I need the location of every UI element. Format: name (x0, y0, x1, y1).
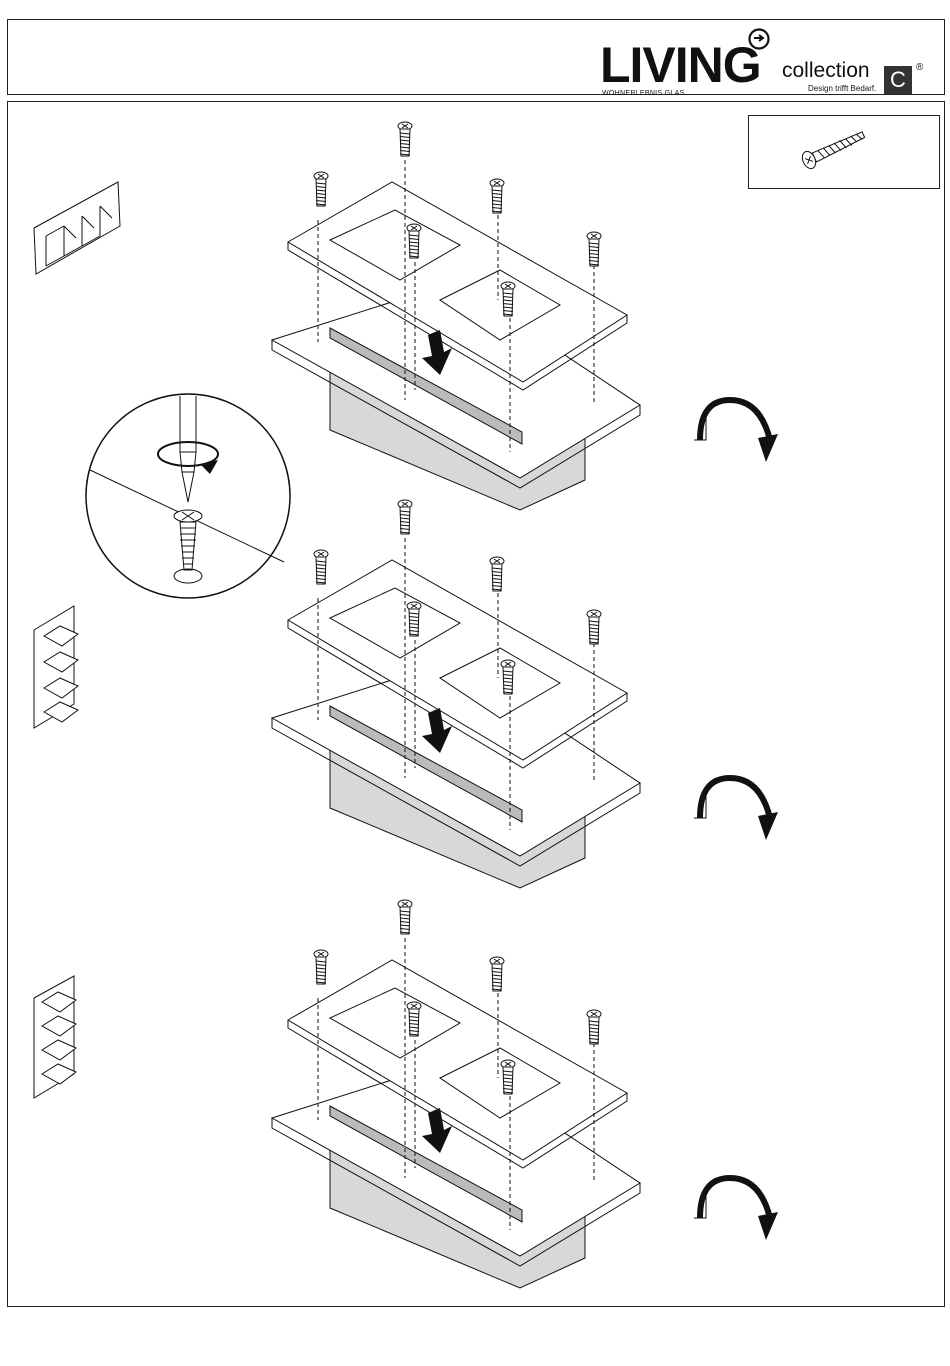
screw-right (587, 1010, 601, 1044)
rotate-arrow-icon (694, 778, 778, 840)
screw-right (587, 232, 601, 266)
screw-top (398, 500, 412, 534)
step-3 (272, 900, 778, 1288)
screw-top (398, 900, 412, 934)
screw-top (398, 122, 412, 156)
screw-left (314, 950, 328, 984)
screw-middle (490, 179, 504, 213)
screw-middle (490, 957, 504, 991)
screw-left (314, 550, 328, 584)
rotate-arrow-icon (694, 400, 778, 462)
step-1 (272, 122, 778, 510)
step-2 (272, 500, 778, 888)
screw-right (587, 610, 601, 644)
screw-left (314, 172, 328, 206)
screw-middle (490, 557, 504, 591)
rotate-arrow-icon (694, 1178, 778, 1240)
